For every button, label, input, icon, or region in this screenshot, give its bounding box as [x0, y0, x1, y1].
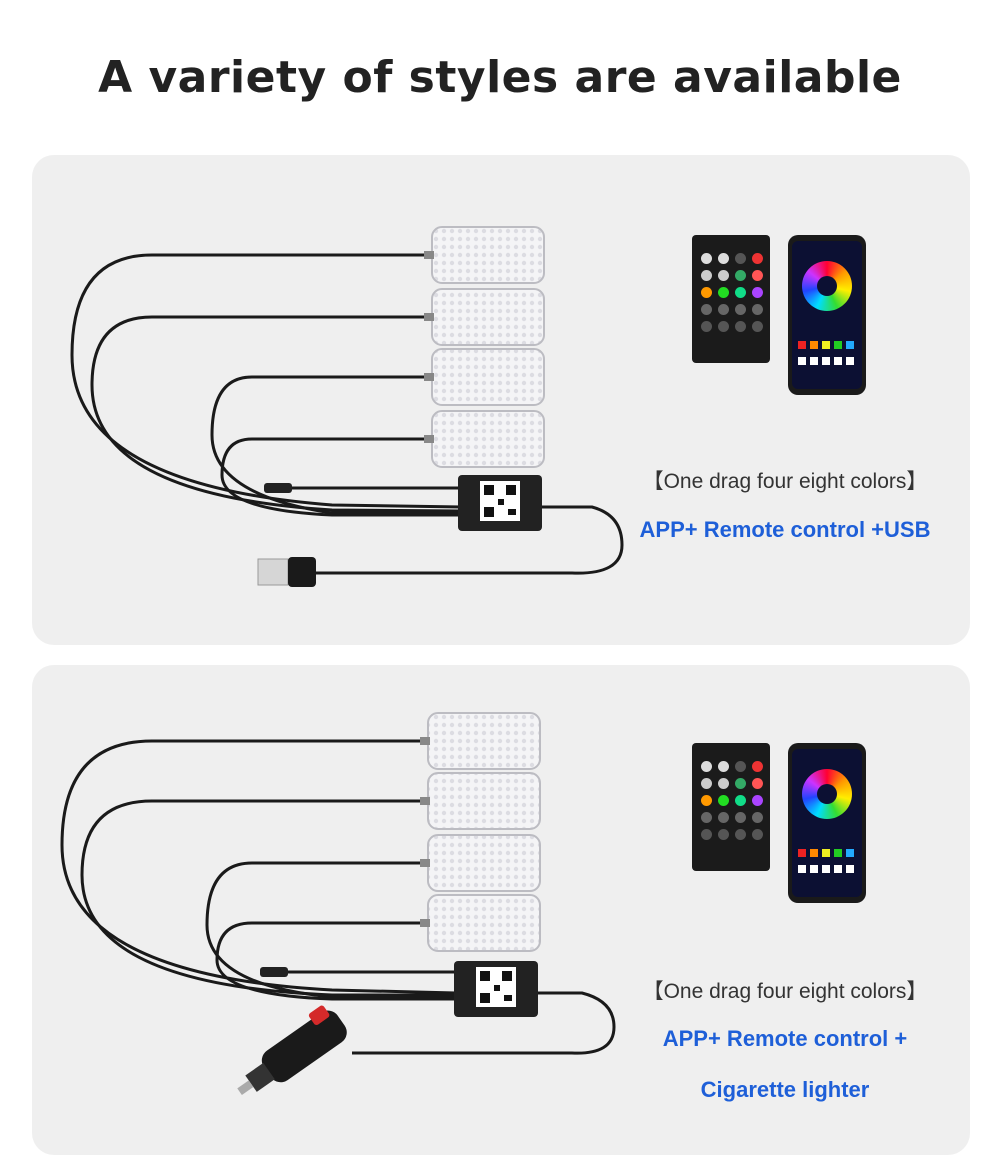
- led-pad: [420, 772, 541, 830]
- led-pad: [420, 712, 541, 770]
- smartphone-app: [788, 743, 866, 903]
- remote-control: [692, 235, 770, 363]
- product-caption-line1: 【One drag four eight colors】: [642, 470, 928, 493]
- connector-plug: [264, 483, 292, 493]
- control-box: [454, 961, 538, 1017]
- product-caption-line2: APP+ Remote control +: [662, 1026, 908, 1051]
- usb-kit-diagram: [70, 226, 624, 587]
- product-caption-line2: APP+ Remote control +USB: [639, 517, 931, 542]
- color-wheel-icon: [802, 769, 852, 819]
- led-pad: [420, 834, 541, 892]
- led-pad: [424, 410, 545, 468]
- connector-plug: [260, 967, 288, 977]
- remote-control: [692, 743, 770, 871]
- product-panel-cigarette: 【One drag four eight colors】 APP+ Remote…: [32, 665, 970, 1155]
- led-pad: [420, 894, 541, 952]
- cigarette-lighter-plug: [237, 1005, 347, 1095]
- product-caption-line1: 【One drag four eight colors】: [642, 980, 928, 1003]
- smartphone-app: [788, 235, 866, 395]
- led-pad: [424, 226, 545, 284]
- product-caption-line3: Cigarette lighter: [700, 1077, 870, 1102]
- page-title: A variety of styles are available: [98, 52, 902, 103]
- cigarette-kit-diagram: [60, 712, 616, 1095]
- usb-plug: [257, 557, 316, 587]
- led-pad: [424, 288, 545, 346]
- color-wheel-icon: [802, 261, 852, 311]
- product-panel-usb: 【One drag four eight colors】 APP+ Remote…: [32, 155, 970, 645]
- control-box: [458, 475, 542, 531]
- led-pad: [424, 348, 545, 406]
